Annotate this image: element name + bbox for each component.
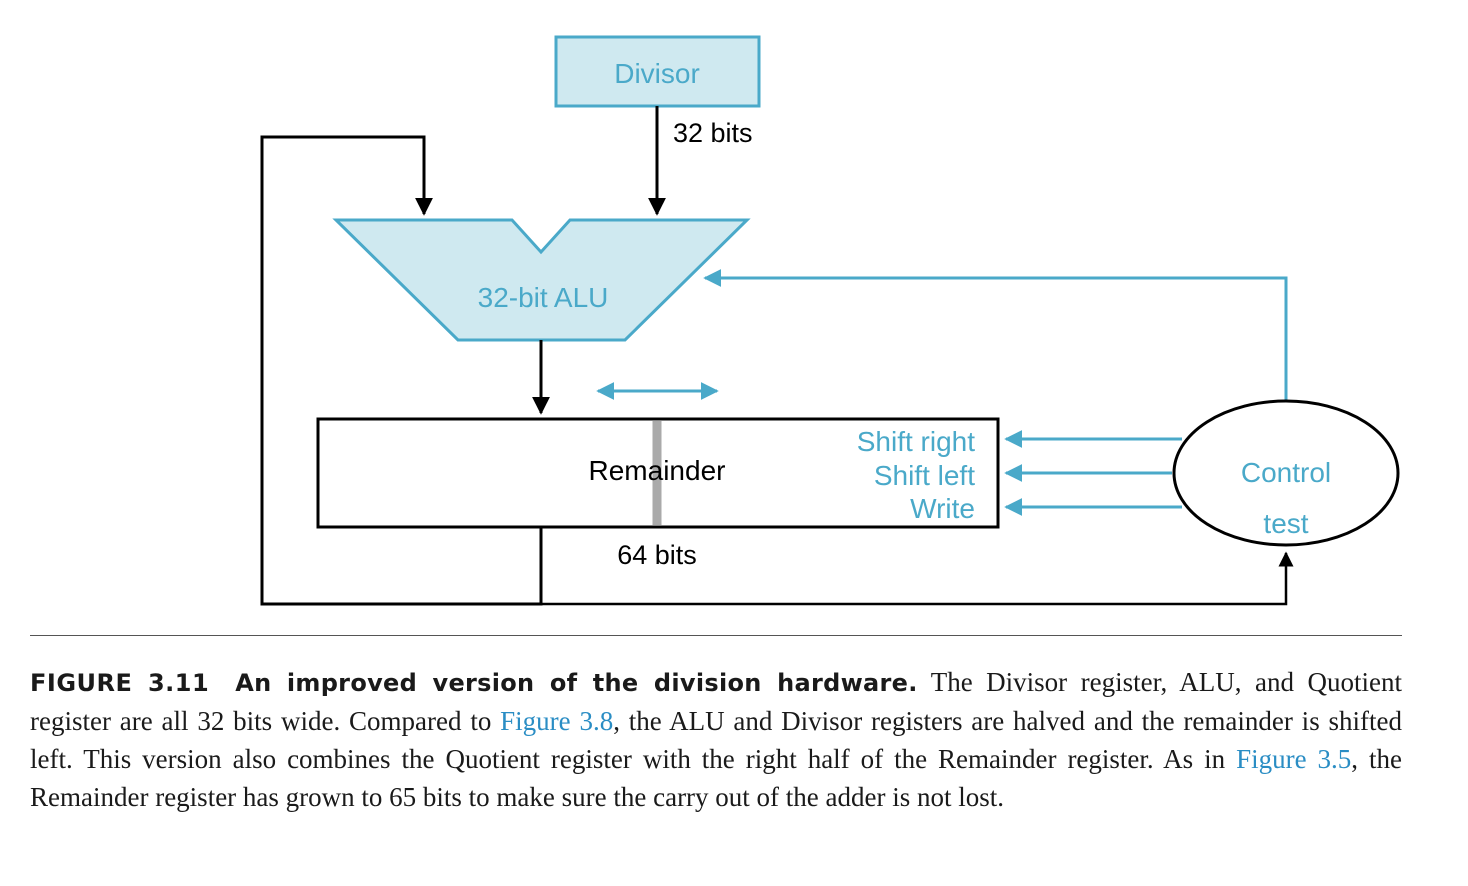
write-label: Write: [910, 493, 975, 524]
control-label: Control: [1241, 457, 1331, 488]
caption-text-3: , the Remainder register has grown to 65…: [30, 744, 1402, 812]
divisor-width-label: 32 bits: [673, 118, 753, 148]
caption-divider: [30, 635, 1402, 636]
shift-right-label: Shift right: [857, 426, 975, 457]
remainder-feedback-path: [260, 135, 543, 606]
figure-3-5-link[interactable]: Figure 3.5: [1236, 744, 1352, 774]
alu-label: 32-bit ALU: [478, 282, 609, 313]
caption-text-2: , the ALU and Divisor registers are halv…: [30, 706, 1402, 774]
remainder-label: Remainder: [589, 455, 726, 486]
caption-text-1: The Divisor register, ALU, and Quotient …: [30, 667, 1402, 736]
remainder-to-control-path: [541, 551, 1294, 606]
divisor-label: Divisor: [614, 58, 700, 89]
shift-left-label: Shift left: [874, 460, 975, 491]
divisor-register: [554, 35, 761, 108]
figure-title: An improved version of the division hard…: [235, 669, 918, 697]
test-label: test: [1263, 508, 1308, 539]
control-to-alu-arrow: [703, 269, 1288, 401]
remainder-width-label: 64 bits: [617, 540, 697, 570]
figure-label: FIGURE 3.11: [30, 669, 210, 697]
alu-shape: [332, 218, 751, 342]
control-test-unit: [1172, 399, 1400, 547]
figure-caption: FIGURE 3.11 An improved version of the di…: [30, 663, 1402, 816]
figure-3-8-link[interactable]: Figure 3.8: [500, 706, 614, 736]
division-hardware-diagram: Divisor 32 bits 32-bit ALU Remainder 64 …: [260, 35, 1400, 606]
